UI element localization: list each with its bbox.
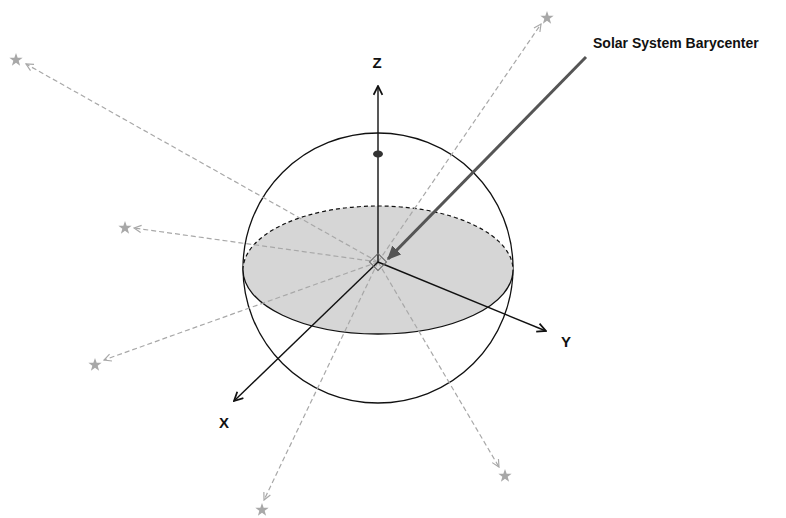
callout-label: Solar System Barycenter (593, 36, 759, 51)
star-symbols (9, 11, 553, 516)
coordinate-axes (234, 86, 546, 401)
axis-label: Z (372, 55, 381, 72)
pointer-arrow (388, 57, 586, 259)
axis-label: X (219, 415, 229, 432)
pole-marker (373, 151, 383, 158)
barycenter-marker (370, 254, 387, 271)
star-rays (26, 24, 541, 500)
axis-label: Y (561, 334, 571, 351)
equator-front-edge (243, 270, 513, 334)
